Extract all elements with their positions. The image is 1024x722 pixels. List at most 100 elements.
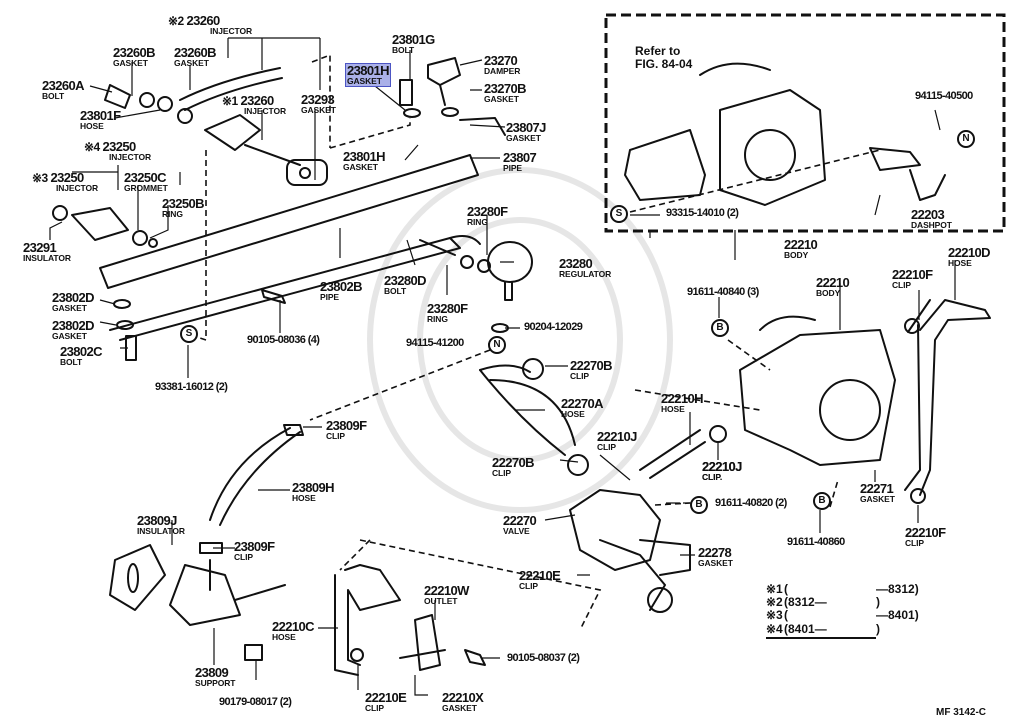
label-93381-16012[interactable]: 93381-16012 (2) [155, 381, 228, 393]
refer-note-line-2[interactable]: FIG. 84-04 [635, 57, 693, 72]
label-94115-40500[interactable]: 94115-40500 [915, 91, 973, 102]
part-name: CLIP [570, 371, 589, 381]
air-valve-22270 [569, 489, 691, 613]
part-number: 22203 [911, 207, 945, 222]
part-number: 22210 [816, 275, 850, 290]
part-name: GASKET [506, 133, 541, 143]
label-90105-08036[interactable]: 90105-08036 (4) [247, 335, 320, 346]
legend-marker: ※4 [766, 621, 783, 636]
part-name: CLIP [492, 468, 511, 478]
label-91611-40840[interactable]: 91611-40840 (3) [687, 287, 759, 298]
symbol-s-throttle: S [610, 205, 628, 223]
part-number: 22210J [702, 459, 742, 474]
part-number: 23801G [392, 32, 435, 47]
pulsation-damper [399, 57, 506, 136]
label-91611-40860[interactable]: 91611-40860 [787, 537, 845, 548]
part-number: 93381-16012 (2) [155, 381, 228, 393]
part-name: INJECTOR [244, 106, 287, 116]
part-name: GASKET [860, 494, 895, 504]
part-name: HOSE [292, 493, 316, 503]
part-name: GASKET [52, 303, 87, 313]
part-number: 22210C [272, 619, 315, 634]
label-90204-12029[interactable]: 90204-12029 [524, 322, 583, 333]
part-name: RING [427, 314, 448, 324]
legend-range-end: ) [876, 595, 880, 610]
part-name: HOSE [661, 404, 685, 414]
part-name: CLIP [892, 280, 911, 290]
label-94115-41200[interactable]: 94115-41200 [406, 338, 464, 349]
label-90179-08017[interactable]: 90179-08017 (2) [219, 697, 292, 708]
part-name: BODY [816, 288, 841, 298]
part-number: 23802B [320, 279, 363, 294]
symbol-n-dashpot: N [957, 130, 975, 148]
part-name: GASKET [347, 76, 382, 86]
throttle-body-group-box [604, 13, 1006, 233]
label-91611-40820[interactable]: 91611-40820 (2) [715, 498, 787, 509]
legend-underline [766, 636, 876, 639]
part-number: 23801H [343, 149, 386, 164]
part-name: CLIP. [702, 472, 723, 482]
throttle-body-22210 [739, 315, 896, 466]
label-93315-14010[interactable]: 93315-14010 (2) [666, 208, 739, 219]
part-number: 23801H [347, 63, 390, 78]
watermark-emblem [367, 167, 673, 513]
part-number: 23280D [384, 273, 427, 288]
legend-marker: ※2 [766, 595, 783, 610]
part-number: 22210J [597, 429, 637, 444]
label-90105-08037[interactable]: 90105-08037 (2) [507, 653, 580, 664]
